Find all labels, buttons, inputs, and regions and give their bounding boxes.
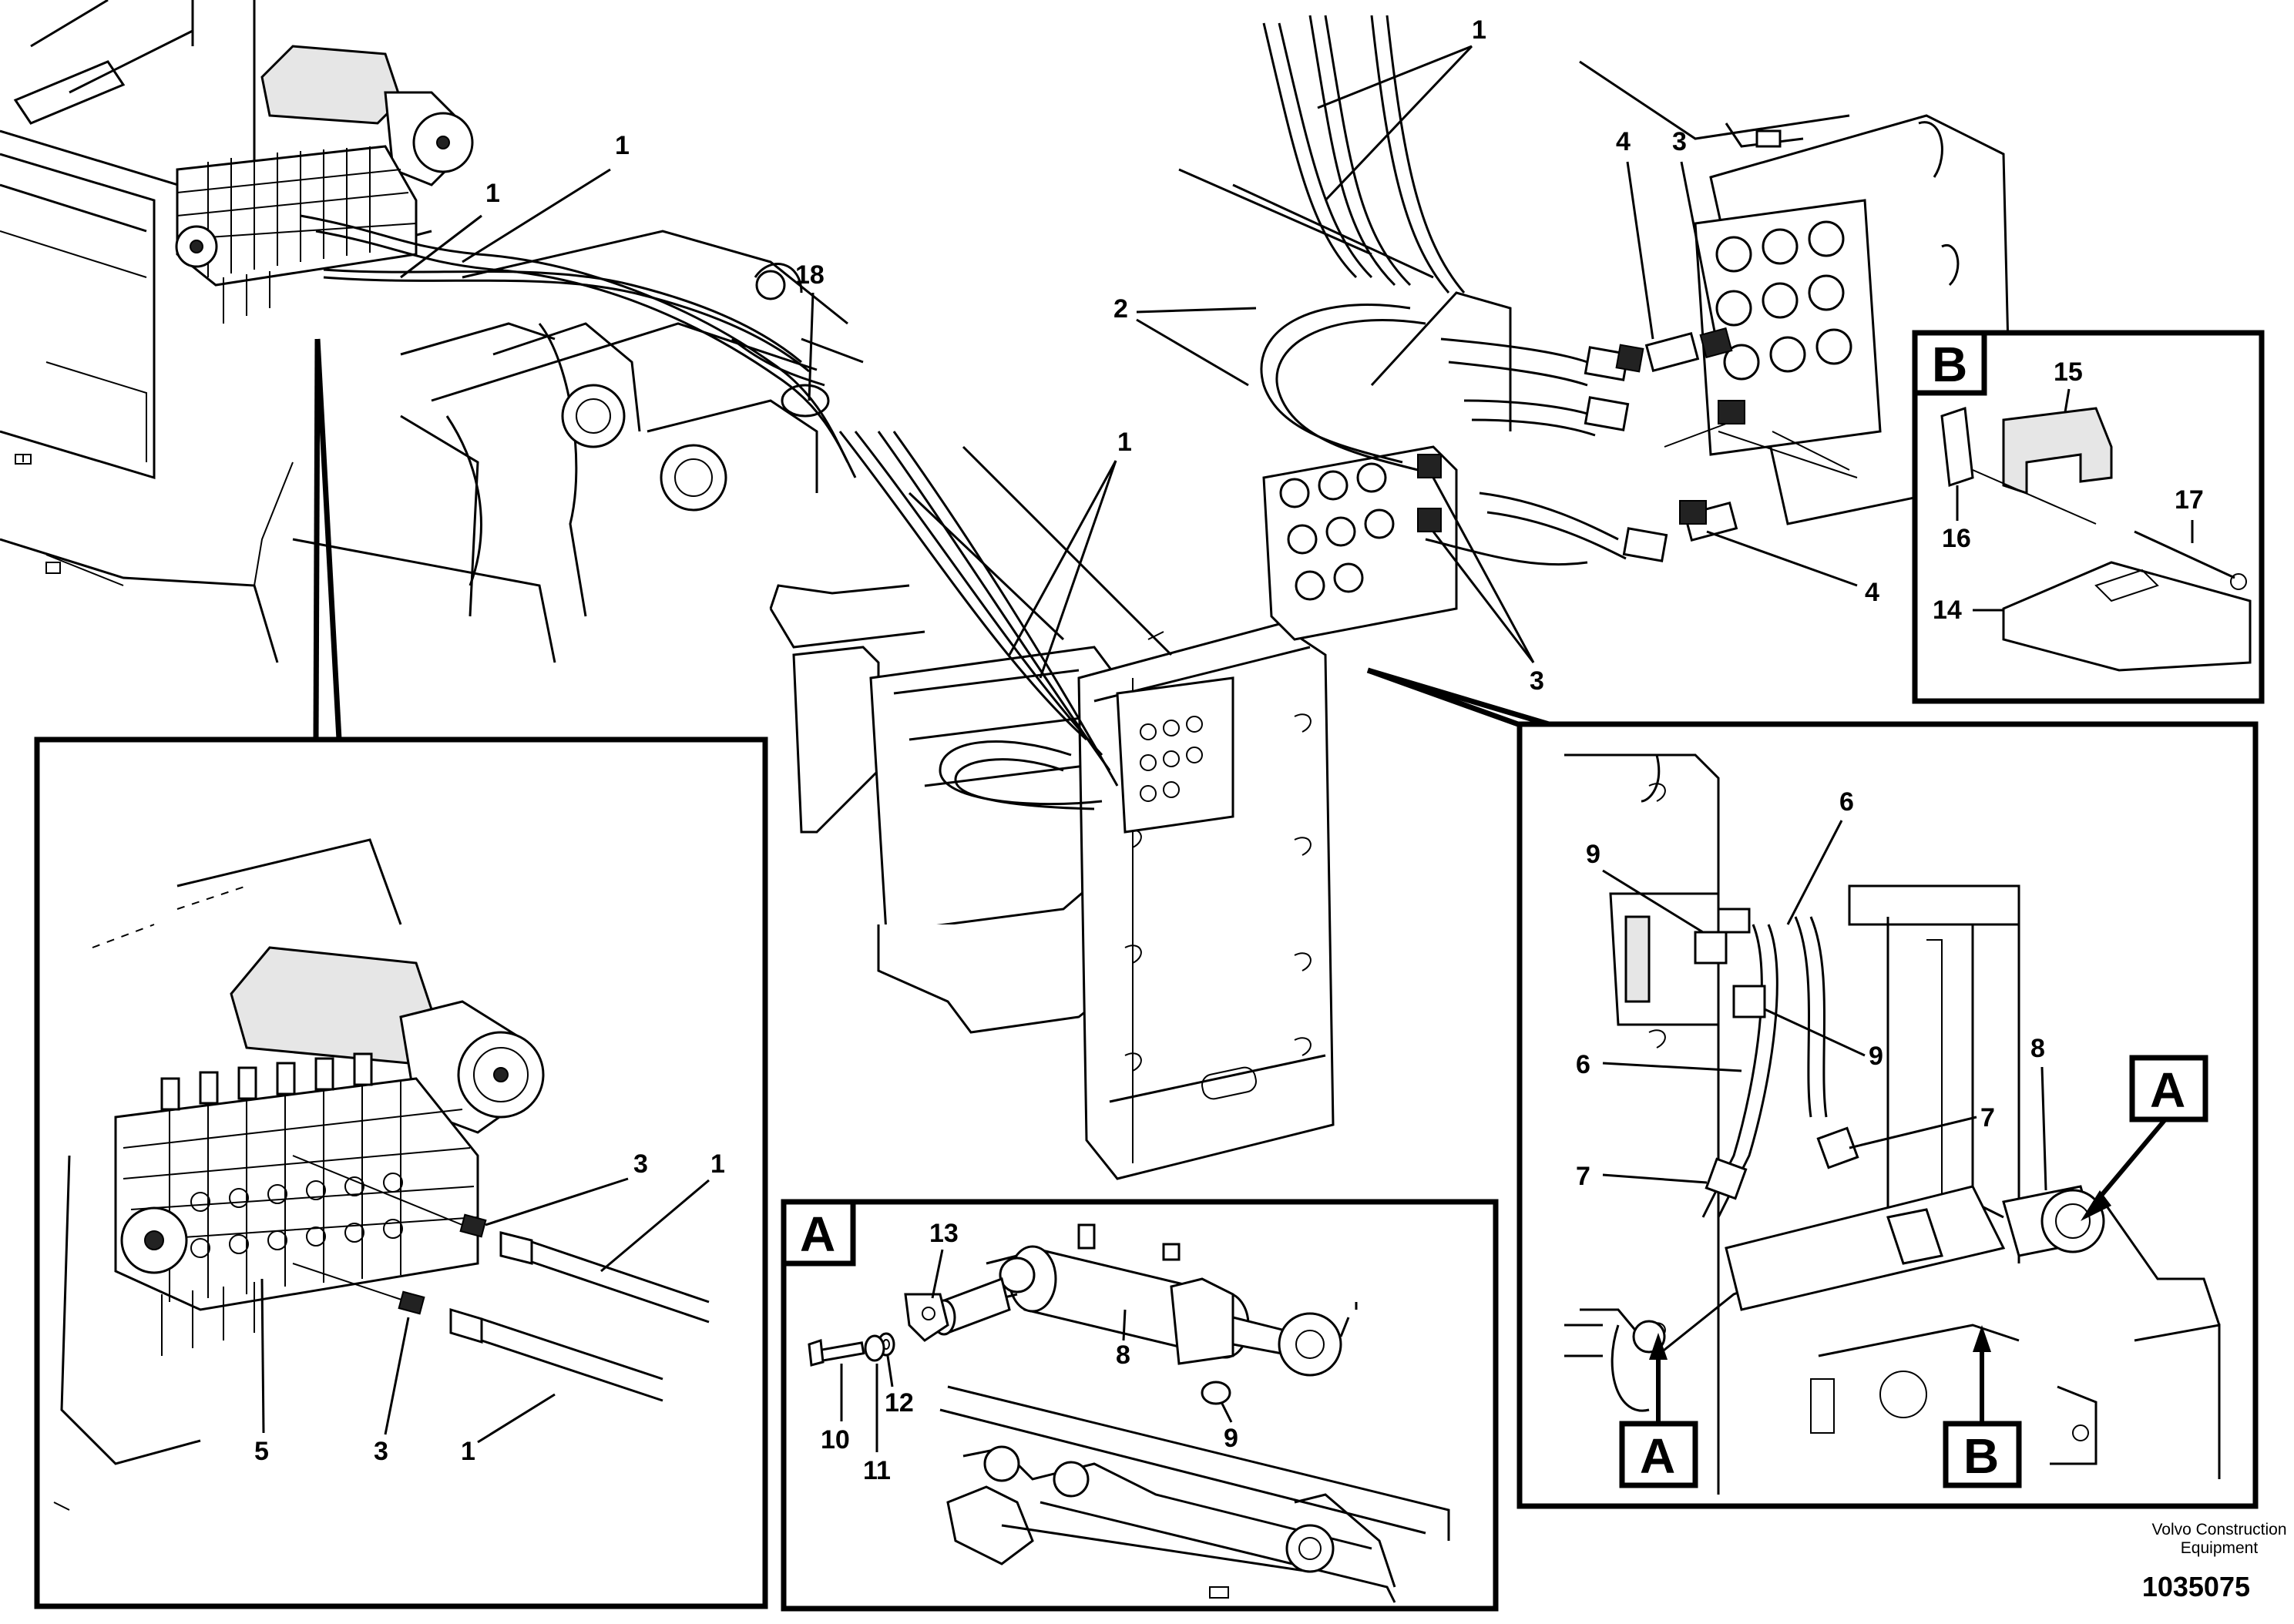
callout-9-a: 9 xyxy=(1224,1424,1238,1453)
callout-3-bottom: 3 xyxy=(1530,666,1544,696)
a-detail-letter: A xyxy=(800,1206,835,1262)
callout-9-right: 9 xyxy=(1869,1042,1883,1071)
callout-4-right: 4 xyxy=(1865,578,1879,607)
svg-text:B: B xyxy=(1963,1428,1999,1484)
callout-1-top: 1 xyxy=(1472,15,1486,45)
center-bracket-assembly xyxy=(769,431,1335,1180)
cylinder-install-callouts: 6 9 9 6 7 7 8 xyxy=(1576,787,2047,1191)
callout-7-left: 7 xyxy=(1576,1162,1590,1191)
callout-4-top: 4 xyxy=(1616,127,1631,156)
callout-2: 2 xyxy=(1113,294,1128,324)
center-callouts: 1 xyxy=(1008,428,1132,679)
callout-18: 18 xyxy=(795,260,825,290)
bracket-ports xyxy=(1140,716,1203,802)
svg-text:A: A xyxy=(1640,1428,1675,1484)
hose-connection-assembly xyxy=(1178,15,2013,641)
detail-pointer-valve xyxy=(313,338,342,740)
callout-15: 15 xyxy=(2054,357,2083,387)
overview-callouts: 1 1 18 xyxy=(400,131,825,401)
callout-17: 17 xyxy=(2175,485,2204,515)
valve-ports xyxy=(190,1173,403,1258)
overview-machine-frame xyxy=(0,0,864,663)
cylinder-install-panel xyxy=(1516,721,2259,1509)
manifold-ports-right xyxy=(1715,220,1852,381)
brand-line-2: Equipment xyxy=(2181,1539,2259,1557)
overview-control-valve xyxy=(175,45,474,324)
manifold-ports-left xyxy=(1279,462,1395,601)
callout-10: 10 xyxy=(821,1425,850,1455)
callout-6-bottom: 6 xyxy=(1576,1050,1590,1079)
callout-1-valve-b: 1 xyxy=(461,1437,475,1466)
b-detail-panel: B xyxy=(1912,330,2265,704)
hydraulic-cylinder xyxy=(986,1223,1358,1377)
callout-13: 13 xyxy=(929,1219,959,1248)
valve-spool-caps xyxy=(160,1052,373,1111)
callout-1-valve-a: 1 xyxy=(710,1149,725,1179)
callout-16: 16 xyxy=(1942,524,1971,553)
hose-fittings xyxy=(1417,327,1745,562)
b-marker-bottom: B xyxy=(1943,1325,2022,1488)
b-detail-callouts: 15 16 17 14 xyxy=(1933,357,2204,625)
callout-9-top: 9 xyxy=(1586,840,1600,869)
callout-1-center: 1 xyxy=(1117,428,1132,457)
callout-14: 14 xyxy=(1933,596,1962,625)
b-detail-letter: B xyxy=(1932,337,1967,392)
callout-3-top: 3 xyxy=(1672,127,1687,156)
callout-12: 12 xyxy=(885,1388,914,1418)
callout-1-overview-b: 1 xyxy=(485,179,500,208)
callout-5: 5 xyxy=(254,1437,269,1466)
a-marker-right: A xyxy=(2081,1055,2208,1221)
callout-3-valve-a: 3 xyxy=(633,1149,648,1179)
callout-7-right: 7 xyxy=(1980,1103,1995,1132)
cylinder-fittings xyxy=(1694,908,1859,1200)
boom-linkage xyxy=(939,1385,1450,1603)
a-detail-panel: A xyxy=(781,1199,1499,1612)
bracket-notches xyxy=(1124,713,1312,1072)
valve-detail-panel xyxy=(34,737,768,1609)
callout-3-valve-b: 3 xyxy=(374,1437,388,1466)
callout-8-right: 8 xyxy=(2030,1034,2045,1063)
detail-pointer-hoses xyxy=(1366,667,1550,727)
b-detail-badge xyxy=(1912,330,1987,396)
reference-number: 1035075 xyxy=(2142,1571,2250,1602)
callout-8-a: 8 xyxy=(1116,1340,1130,1370)
callout-1-overview-a: 1 xyxy=(615,131,630,160)
footer-brand: Volvo Construction Equipment 1035075 xyxy=(2142,1521,2287,1602)
pin-and-fasteners xyxy=(808,1277,1231,1405)
callout-11: 11 xyxy=(863,1456,891,1485)
brand-line-1: Volvo Construction xyxy=(2151,1521,2286,1538)
a-marker-bottom: A xyxy=(1619,1333,1698,1488)
a-detail-callouts: 13 8 9 10 11 12 xyxy=(821,1219,1238,1485)
a-detail-badge xyxy=(781,1199,856,1267)
valve-detail-callouts: 3 1 5 3 1 xyxy=(254,1149,725,1466)
svg-text:A: A xyxy=(2150,1062,2185,1118)
callout-6-top: 6 xyxy=(1839,787,1854,817)
hose-connection-callouts: 1 2 4 3 4 3 xyxy=(1113,15,1879,696)
overview-hoses xyxy=(300,214,857,478)
